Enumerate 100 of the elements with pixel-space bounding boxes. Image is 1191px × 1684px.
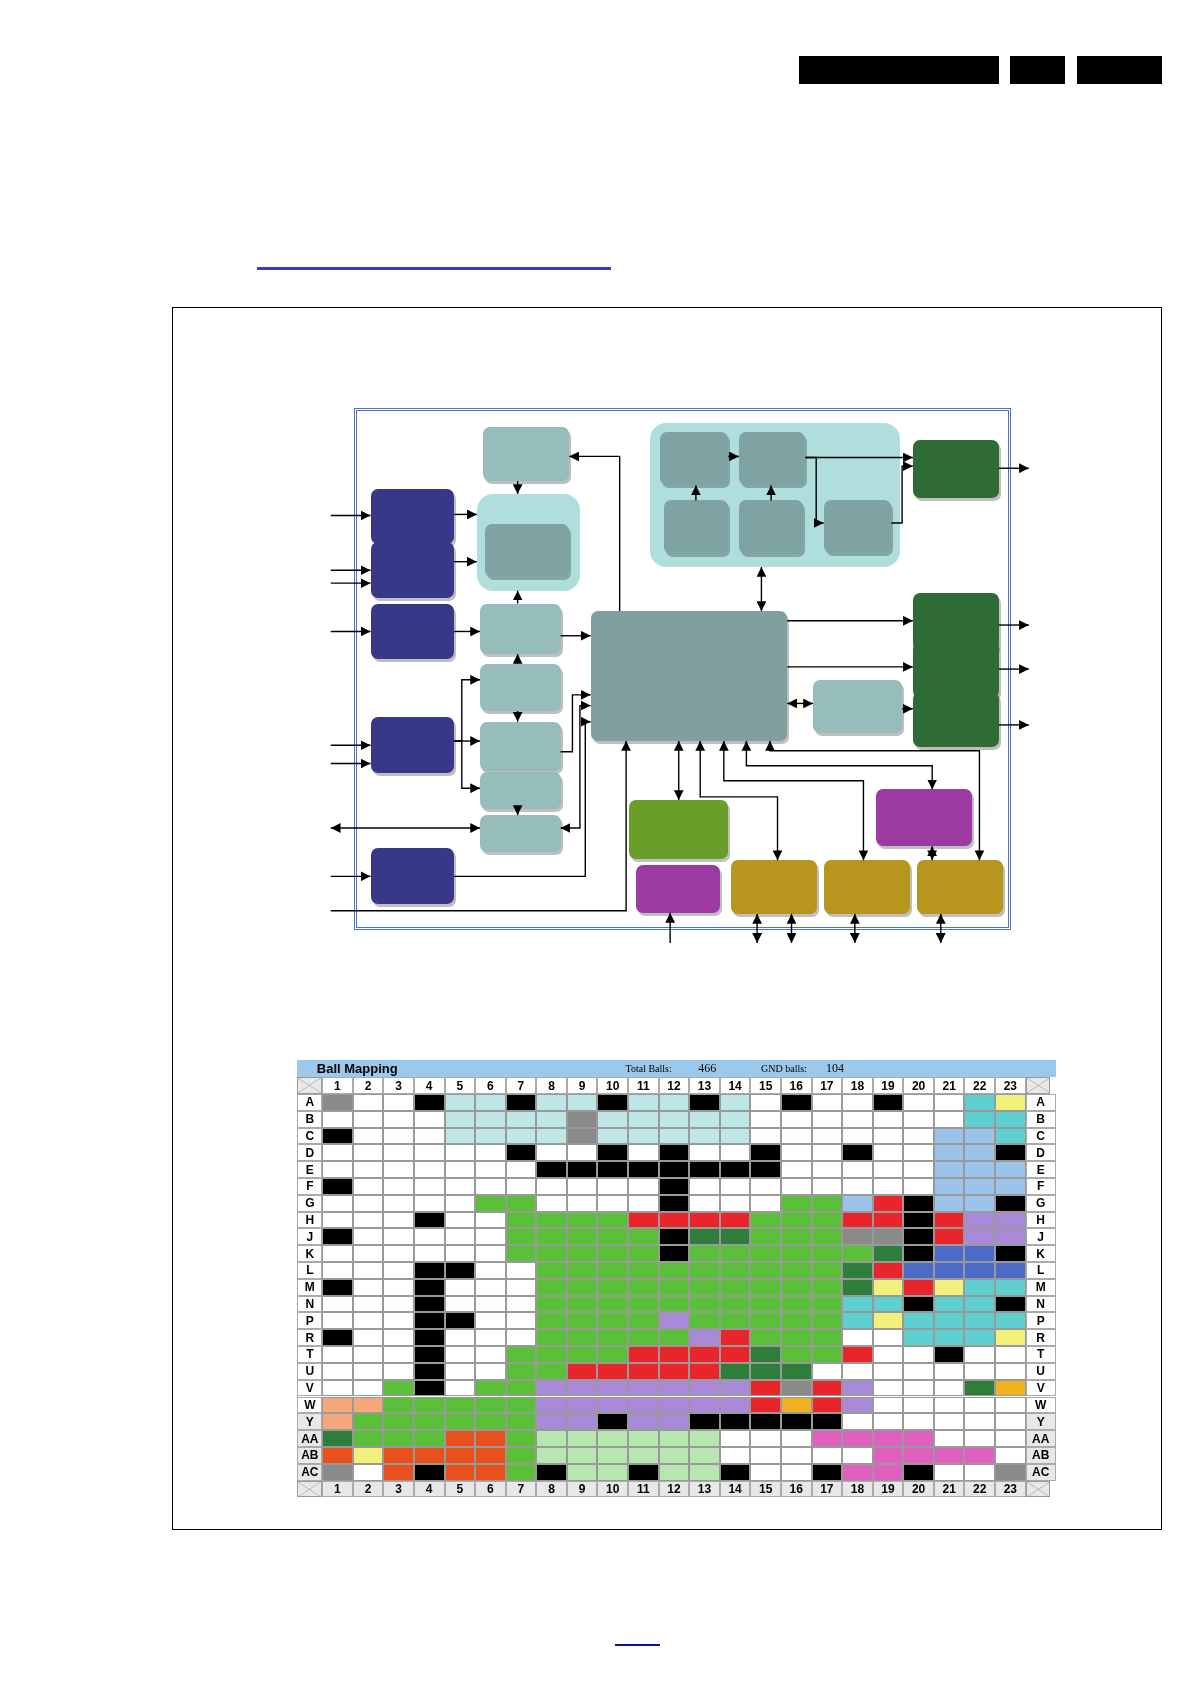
arrow: [453, 556, 478, 567]
column-number: 9: [566, 1077, 598, 1094]
arrow: [901, 703, 914, 714]
block: [912, 691, 999, 748]
row-letter: Y: [297, 1413, 323, 1431]
arrow: [786, 698, 814, 709]
row-letter: E: [297, 1161, 323, 1178]
block: [738, 431, 806, 486]
column-number: 1: [322, 1077, 353, 1094]
row-letter: F: [297, 1178, 323, 1195]
arrow: [330, 740, 372, 751]
arrow: [559, 630, 592, 641]
arrow: [330, 510, 372, 521]
arrow: [786, 615, 914, 626]
column-number: 10: [597, 1077, 628, 1094]
arrow: [512, 805, 523, 816]
arrow: [330, 758, 372, 769]
block: [731, 860, 818, 914]
table-title: Ball Mapping: [316, 1060, 399, 1078]
row-letter: J: [297, 1228, 323, 1246]
arrow: [718, 740, 869, 861]
arrow: [512, 653, 523, 665]
arrow: [330, 740, 631, 912]
column-number: 7: [505, 1077, 537, 1094]
arrow: [765, 740, 985, 861]
column-number: 5: [444, 1077, 476, 1094]
header-value: 104: [825, 1060, 845, 1078]
row-letter: R: [1025, 1329, 1056, 1347]
arrow: [691, 484, 701, 502]
column-number: 20: [903, 1077, 934, 1094]
arrow: [453, 509, 478, 520]
block: [823, 860, 910, 914]
arrow: [741, 740, 938, 791]
block: [876, 789, 972, 847]
column-number: 23: [995, 1077, 1026, 1094]
arrow: [786, 662, 914, 672]
arrow: [330, 626, 372, 637]
column-number: 17: [811, 1077, 843, 1094]
column-number: 8: [536, 1077, 567, 1094]
column-number: 3: [383, 1077, 414, 1094]
arrow: [927, 845, 938, 861]
arrow: [727, 451, 740, 462]
arrow: [330, 565, 372, 576]
row-letter: K: [1025, 1245, 1056, 1262]
block: [912, 440, 999, 499]
header-label: Total Balls:: [624, 1062, 673, 1077]
column-number: 15: [750, 1077, 781, 1094]
column-number: 19: [872, 1077, 904, 1094]
block: [370, 542, 455, 599]
arrow: [752, 913, 763, 944]
arrow: [330, 823, 481, 833]
arrow: [330, 871, 372, 882]
block: [629, 800, 729, 860]
block: [812, 679, 903, 734]
column-number: 2: [352, 1077, 384, 1094]
arrow: [665, 912, 676, 944]
group-panel: [649, 423, 900, 568]
row-letter: AA: [1025, 1430, 1056, 1447]
arrow: [559, 700, 592, 833]
block: [483, 427, 570, 482]
arrow: [512, 710, 523, 723]
arrow: [453, 626, 481, 637]
arrow: [935, 913, 946, 944]
block: [590, 611, 788, 741]
column-number: 14: [719, 1077, 751, 1094]
block: [480, 815, 561, 852]
row-letter: AA: [297, 1430, 323, 1447]
arrow: [453, 716, 592, 878]
row-letter: E: [1025, 1161, 1056, 1178]
block: [370, 603, 455, 660]
column-number: 12: [658, 1077, 690, 1094]
column-number: 18: [842, 1077, 873, 1094]
block: [480, 772, 561, 809]
block: [480, 603, 561, 654]
row-letter: D: [297, 1144, 323, 1162]
row-letter: W: [1025, 1396, 1056, 1414]
column-number: 6: [475, 1077, 506, 1094]
header-value: 466: [697, 1060, 718, 1078]
row-letter: T: [297, 1346, 323, 1363]
block: [370, 717, 455, 774]
group-panel: [476, 494, 580, 591]
arrow: [512, 589, 523, 605]
arrow: [330, 578, 372, 589]
block: [917, 860, 1004, 914]
row-letter: L: [297, 1262, 323, 1279]
block: [660, 431, 729, 486]
arrow: [766, 484, 776, 502]
block: [823, 500, 892, 554]
block: [738, 500, 804, 555]
arrow: [998, 720, 1030, 730]
arrow: [786, 913, 797, 944]
arrow: [890, 461, 914, 524]
row-letter: Y: [1025, 1413, 1056, 1431]
header-label: GND balls:: [760, 1062, 808, 1077]
row-letter: L: [1025, 1262, 1056, 1279]
row-letter: W: [297, 1396, 323, 1414]
row-letter: J: [1025, 1228, 1056, 1246]
column-number: 4: [413, 1077, 445, 1094]
column-number: 11: [628, 1077, 659, 1094]
column-number: 16: [780, 1077, 812, 1094]
